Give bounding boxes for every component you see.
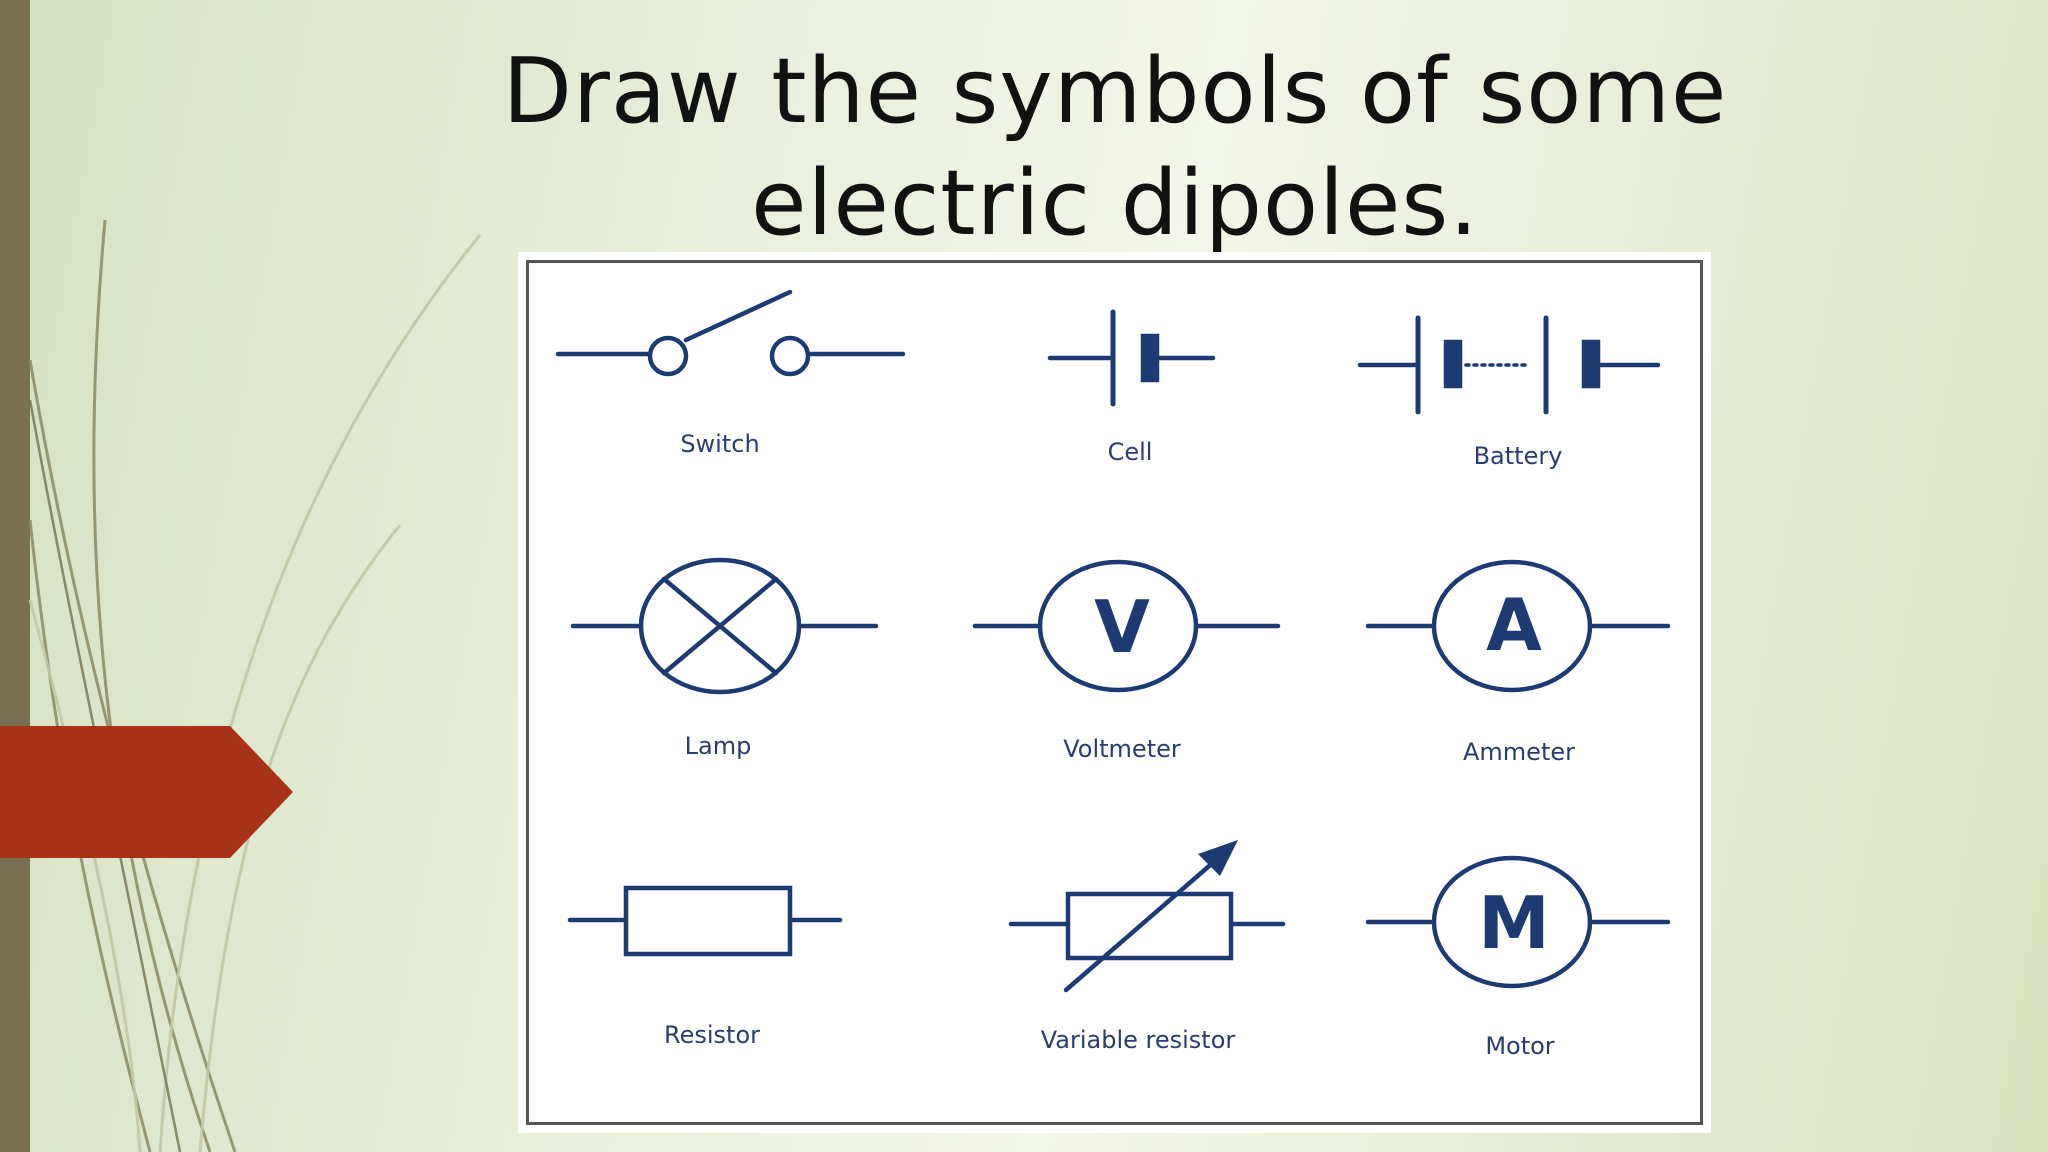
resistor-symbol <box>567 885 843 957</box>
switch-symbol <box>555 289 906 377</box>
side-bar <box>0 0 30 1152</box>
variable-resistor-symbol <box>1008 840 1286 993</box>
voltmeter-symbol <box>972 559 1281 693</box>
diagram-frame <box>526 260 1703 1125</box>
cell-label: Cell <box>1108 438 1153 466</box>
ammeter-letter: A <box>1486 583 1542 667</box>
motor-letter: M <box>1478 881 1550 965</box>
motor-symbol <box>1365 855 1671 989</box>
motor-label: Motor <box>1485 1032 1554 1060</box>
title-line-2: electric dipoles. <box>751 151 1479 256</box>
ammeter-symbol <box>1365 559 1671 693</box>
cell-symbol <box>1047 309 1216 407</box>
switch-label: Switch <box>680 430 759 458</box>
lamp-symbol <box>570 557 879 695</box>
red-arrow-shape <box>0 726 293 858</box>
voltmeter-letter: V <box>1094 585 1150 669</box>
title-line-1: Draw the symbols of some <box>502 39 1728 144</box>
ammeter-label: Ammeter <box>1463 738 1575 766</box>
voltmeter-label: Voltmeter <box>1063 735 1181 763</box>
battery-label: Battery <box>1474 442 1563 470</box>
lamp-label: Lamp <box>685 732 752 760</box>
symbols-diagram: V A M Switch Cell Battery Lamp Voltmeter… <box>518 252 1711 1133</box>
resistor-label: Resistor <box>664 1021 760 1049</box>
slide-title: Draw the symbols of some electric dipole… <box>380 36 1850 260</box>
symbols-svg: V A M Switch Cell Battery Lamp Voltmeter… <box>555 289 1671 1060</box>
battery-symbol <box>1357 315 1661 415</box>
variable-resistor-label: Variable resistor <box>1041 1026 1236 1054</box>
